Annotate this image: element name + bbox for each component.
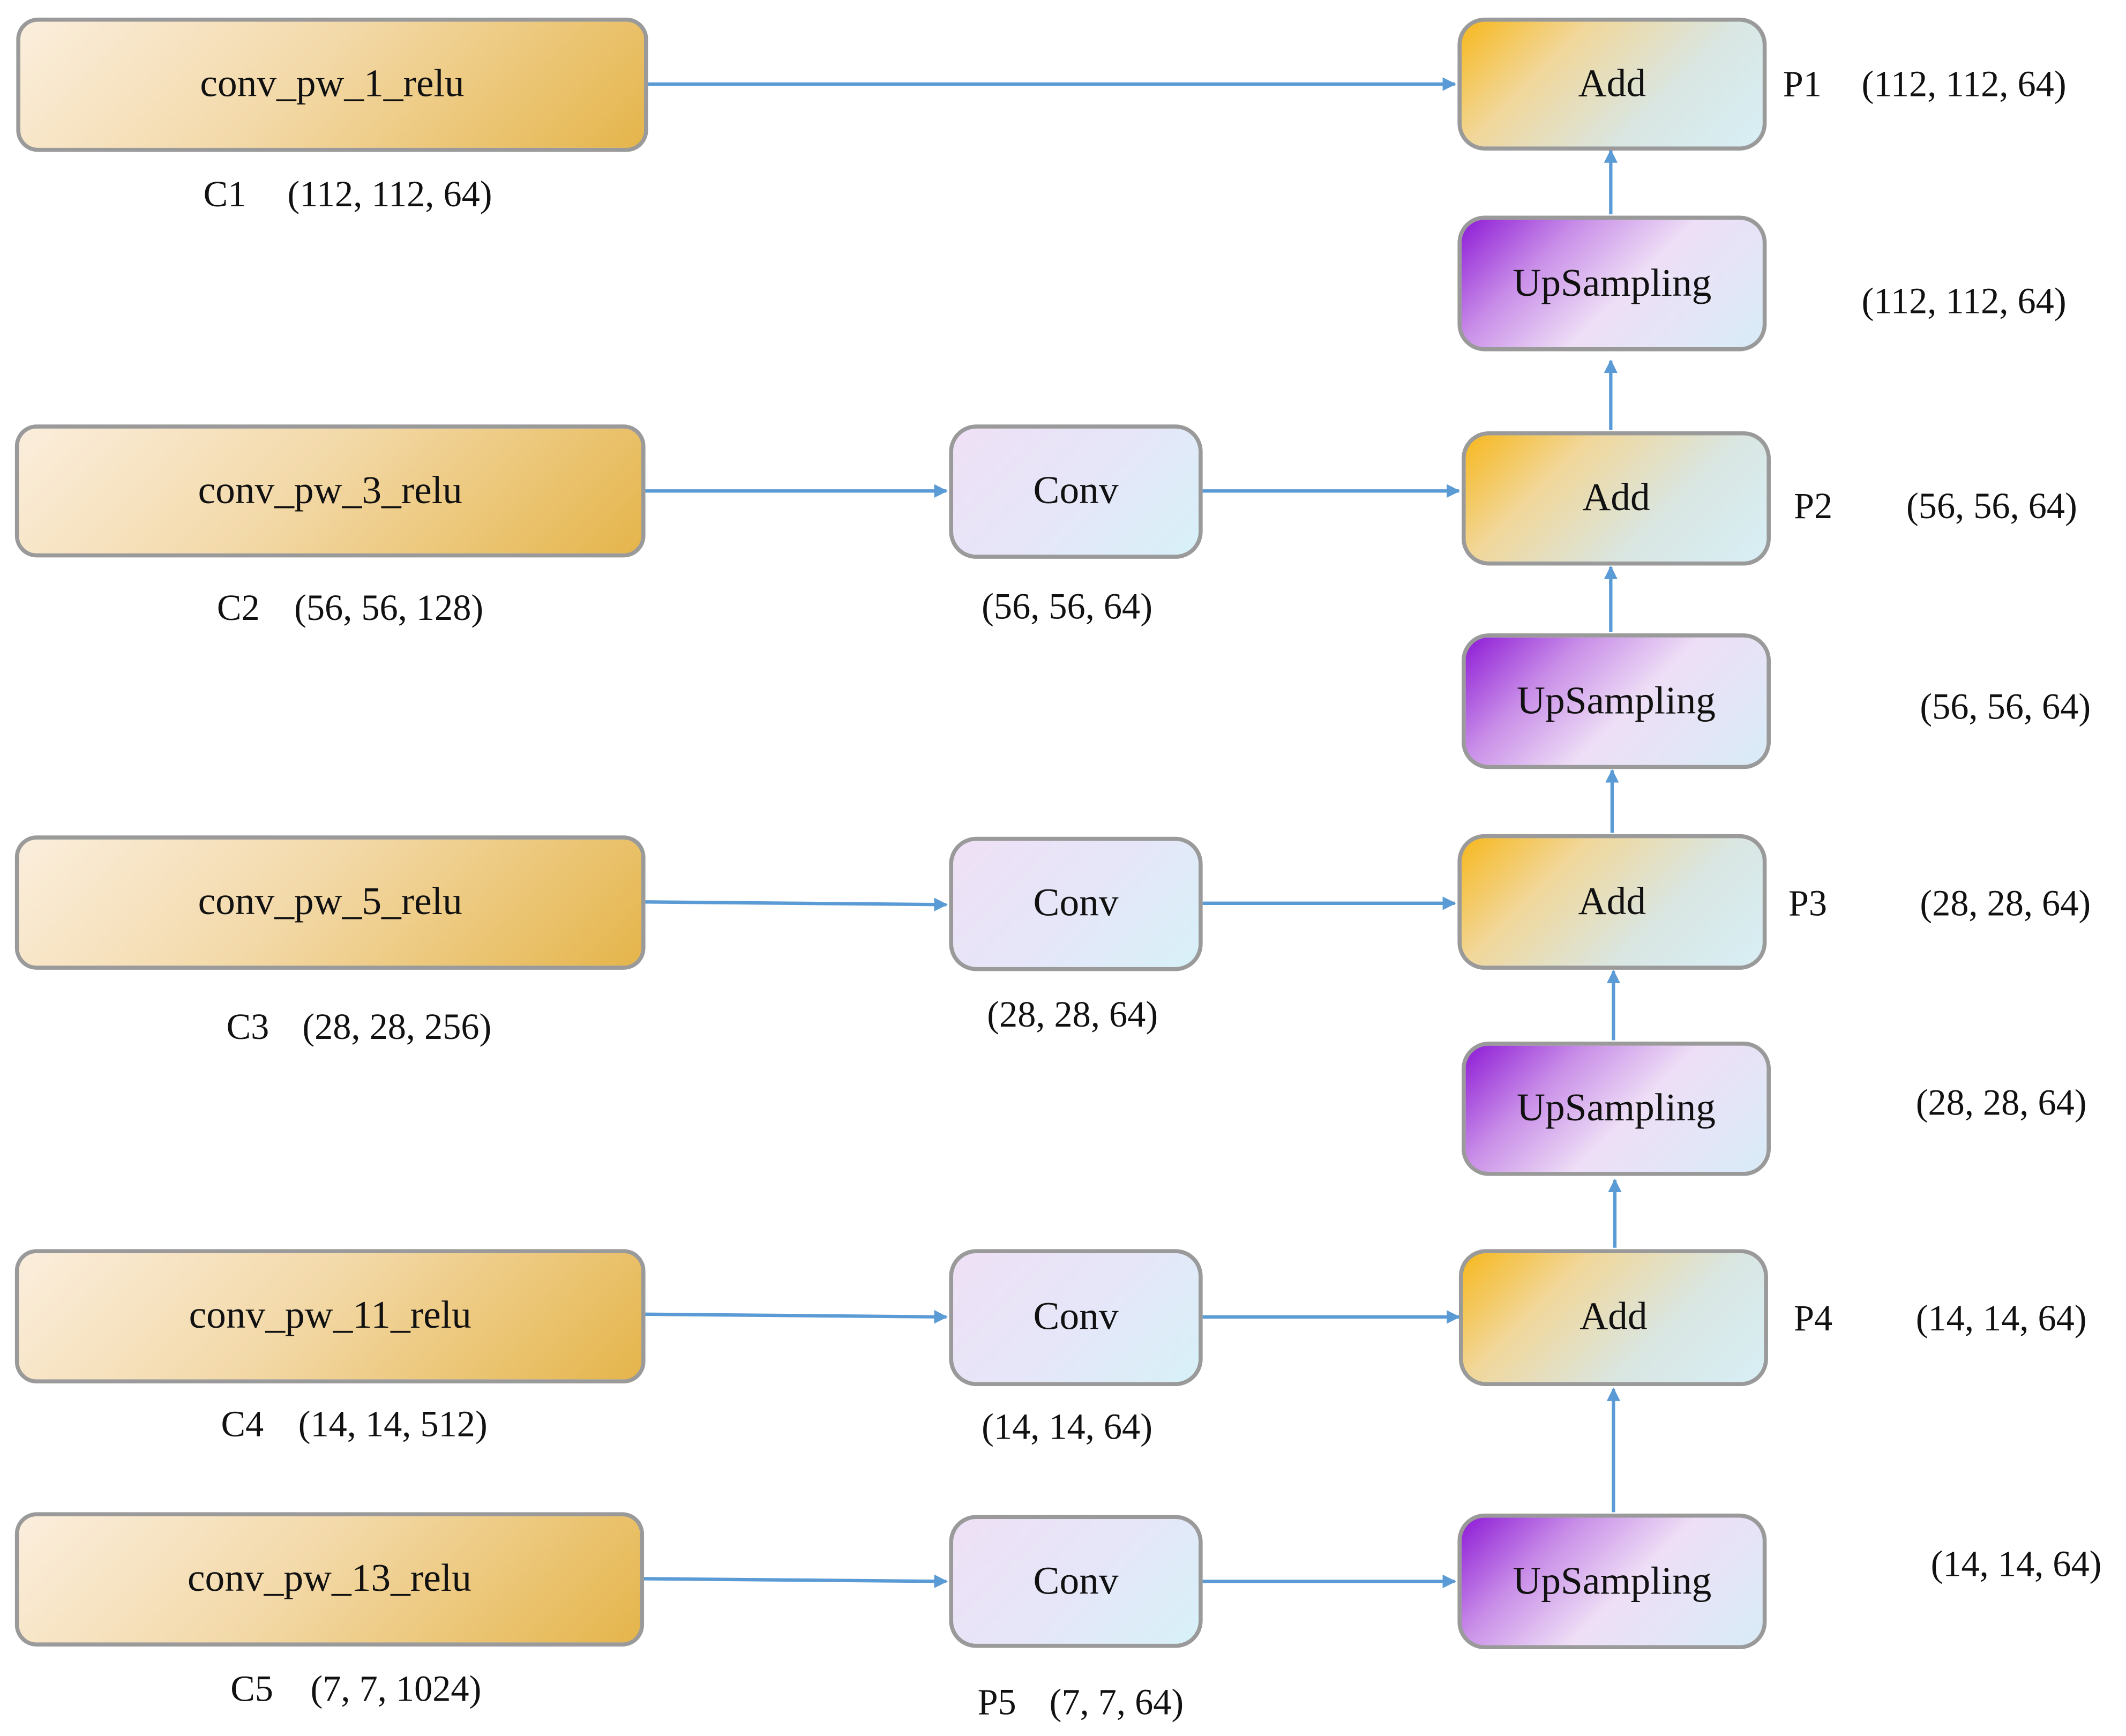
backbone-label: conv_pw_1_relu — [200, 62, 465, 106]
arrow-c5-to-conv — [644, 1574, 948, 1588]
add-node-p2: Add — [1461, 431, 1771, 566]
backbone-tag: C1 — [203, 174, 246, 214]
add-tag: P3 — [1788, 882, 1828, 924]
conv-node-2: Conv — [949, 424, 1203, 559]
conv-label: Conv — [1033, 469, 1119, 513]
add-label: Add — [1579, 1295, 1648, 1339]
upsampling-shape: (56, 56, 64) — [1920, 686, 2091, 727]
backbone-shape: (7, 7, 1024) — [310, 1668, 482, 1709]
backbone-node-c2: conv_pw_3_relu — [14, 424, 646, 558]
upsampling-label: UpSampling — [1516, 1086, 1716, 1130]
add-shape: (112, 112, 64) — [1861, 63, 2067, 104]
backbone-label: conv_pw_3_relu — [198, 468, 462, 512]
upsampling-node-3: UpSampling — [1461, 1042, 1771, 1176]
backbone-tag: C5 — [230, 1668, 273, 1709]
upsampling-shape: (14, 14, 64) — [1930, 1543, 2102, 1584]
backbone-node-c4: conv_pw_11_relu — [14, 1249, 646, 1383]
backbone-shape: (14, 14, 512) — [298, 1403, 488, 1445]
upsampling-label: UpSampling — [1516, 678, 1716, 722]
backbone-label: conv_pw_13_relu — [187, 1557, 471, 1600]
upsampling-node-4: UpSampling — [1457, 1513, 1767, 1650]
add-tag: P2 — [1793, 485, 1833, 527]
add-tag: P1 — [1783, 63, 1822, 104]
conv-node-3: Conv — [949, 836, 1203, 971]
conv-shape: (56, 56, 64) — [982, 586, 1152, 627]
backbone-shape: (56, 56, 128) — [294, 587, 484, 628]
arrow-c3-to-conv — [645, 897, 948, 911]
conv-shape: (7, 7, 64) — [1049, 1681, 1184, 1723]
conv-node-5: Conv — [949, 1515, 1203, 1648]
conv-label: Conv — [1033, 881, 1119, 925]
add-label: Add — [1578, 879, 1646, 923]
backbone-node-c3: conv_pw_5_relu — [14, 835, 646, 970]
upsampling-node-1: UpSampling — [1457, 215, 1767, 351]
conv-label: Conv — [1033, 1295, 1119, 1339]
add-tag: P4 — [1793, 1298, 1833, 1339]
backbone-tag: C4 — [221, 1403, 264, 1445]
conv-shape: (28, 28, 64) — [987, 994, 1158, 1035]
conv-label: Conv — [1033, 1559, 1119, 1603]
add-label: Add — [1582, 476, 1650, 520]
backbone-node-c1: conv_pw_1_relu — [16, 17, 648, 152]
add-node-p3: Add — [1457, 834, 1767, 970]
upsampling-node-2: UpSampling — [1461, 633, 1771, 769]
backbone-tag: C2 — [216, 587, 260, 628]
add-shape: (28, 28, 64) — [1920, 882, 2091, 924]
conv-tag: P5 — [977, 1681, 1016, 1723]
add-node-p1: Add — [1457, 17, 1767, 151]
backbone-shape: (112, 112, 64) — [287, 174, 492, 214]
backbone-node-c5: conv_pw_13_relu — [14, 1512, 645, 1647]
upsampling-shape: (28, 28, 64) — [1915, 1082, 2087, 1123]
backbone-label: conv_pw_11_relu — [189, 1293, 471, 1337]
upsampling-label: UpSampling — [1513, 1559, 1712, 1603]
conv-node-4: Conv — [949, 1249, 1203, 1386]
conv-shape: (14, 14, 64) — [982, 1406, 1152, 1447]
backbone-label: conv_pw_5_relu — [198, 880, 462, 924]
arrow-c4-to-conv — [645, 1310, 948, 1324]
add-shape: (56, 56, 64) — [1906, 485, 2077, 527]
upsampling-shape: (112, 112, 64) — [1861, 280, 2067, 321]
add-label: Add — [1578, 62, 1646, 106]
backbone-tag: C3 — [226, 1006, 270, 1047]
add-node-p4: Add — [1458, 1249, 1768, 1386]
backbone-shape: (28, 28, 256) — [302, 1006, 492, 1047]
upsampling-label: UpSampling — [1513, 261, 1712, 305]
add-shape: (14, 14, 64) — [1915, 1298, 2087, 1339]
